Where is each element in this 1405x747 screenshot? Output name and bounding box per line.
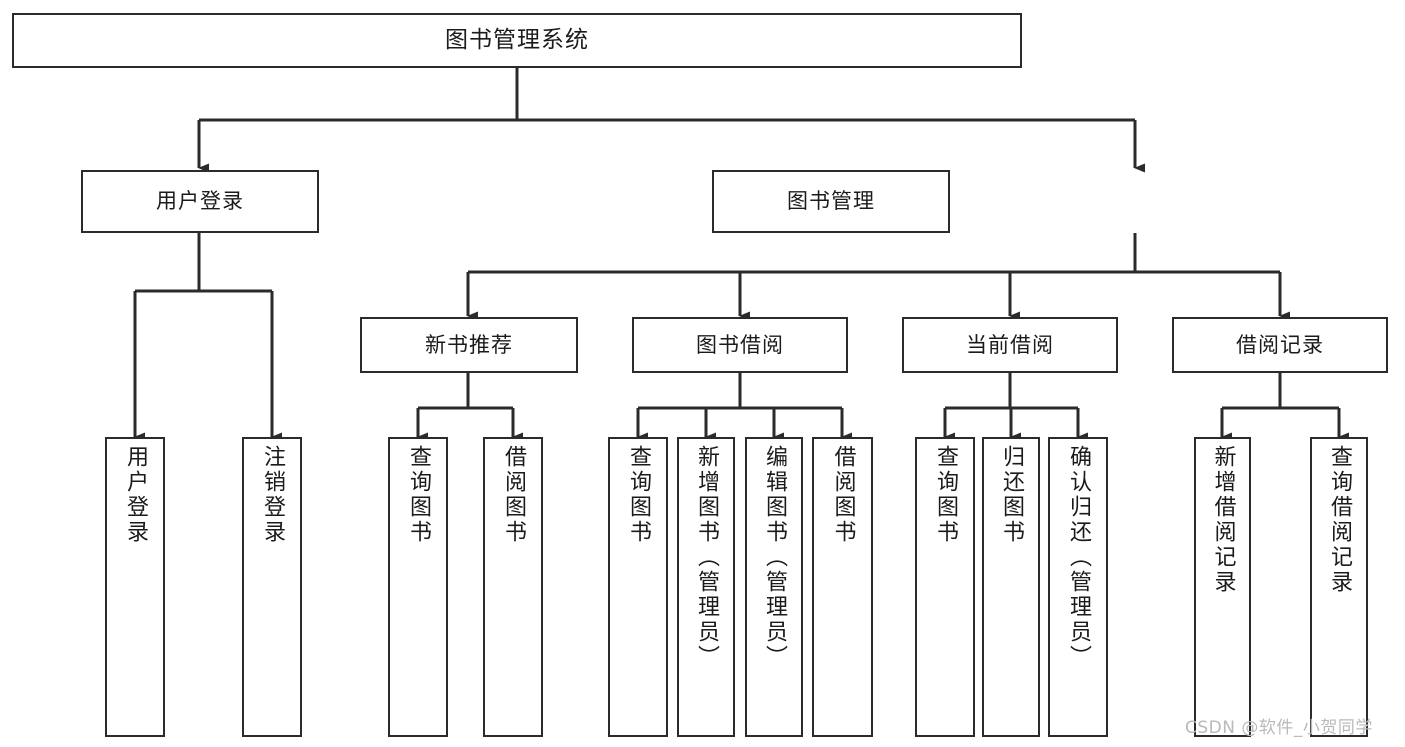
node-leaf-query-book-3[interactable]: 查询图书 bbox=[915, 437, 975, 737]
node-leaf-logout[interactable]: 注销登录 bbox=[242, 437, 302, 737]
node-book-manage-label: 图书管理 bbox=[787, 189, 875, 214]
node-leaf-return-book-label: 归还图书 bbox=[999, 445, 1024, 545]
node-leaf-edit-book[interactable]: 编辑图书（管理员） bbox=[745, 437, 803, 737]
node-leaf-confirm-return-label: 确认归还（管理员） bbox=[1066, 445, 1091, 670]
node-leaf-borrow-book-1-label: 借阅图书 bbox=[501, 445, 526, 545]
node-leaf-add-record-label: 新增借阅记录 bbox=[1210, 445, 1236, 595]
node-leaf-edit-book-label: 编辑图书（管理员） bbox=[762, 445, 787, 670]
node-book-borrow-label: 图书借阅 bbox=[696, 332, 784, 357]
node-leaf-user-login-label: 用户登录 bbox=[123, 445, 148, 545]
node-book-borrow[interactable]: 图书借阅 bbox=[632, 317, 848, 373]
node-leaf-user-login[interactable]: 用户登录 bbox=[105, 437, 165, 737]
node-leaf-query-book-2[interactable]: 查询图书 bbox=[608, 437, 668, 737]
node-root[interactable]: 图书管理系统 bbox=[12, 13, 1022, 68]
node-user-login-label: 用户登录 bbox=[156, 189, 244, 214]
node-leaf-return-book[interactable]: 归还图书 bbox=[982, 437, 1040, 737]
node-new-book-recommend[interactable]: 新书推荐 bbox=[360, 317, 578, 373]
node-leaf-query-book-1-label: 查询图书 bbox=[406, 445, 431, 545]
node-new-book-recommend-label: 新书推荐 bbox=[425, 332, 513, 357]
node-borrow-record[interactable]: 借阅记录 bbox=[1172, 317, 1388, 373]
csdn-watermark: CSDN @软件_小贺同学 bbox=[1185, 718, 1373, 738]
node-current-borrow[interactable]: 当前借阅 bbox=[902, 317, 1118, 373]
node-root-label: 图书管理系统 bbox=[445, 26, 589, 53]
node-current-borrow-label: 当前借阅 bbox=[966, 332, 1054, 357]
node-leaf-query-book-1[interactable]: 查询图书 bbox=[388, 437, 448, 737]
node-user-login[interactable]: 用户登录 bbox=[81, 170, 319, 233]
node-leaf-borrow-book-2[interactable]: 借阅图书 bbox=[812, 437, 873, 737]
node-leaf-add-record[interactable]: 新增借阅记录 bbox=[1194, 437, 1251, 737]
node-borrow-record-label: 借阅记录 bbox=[1236, 332, 1324, 357]
node-book-manage[interactable]: 图书管理 bbox=[712, 170, 950, 233]
node-leaf-query-book-2-label: 查询图书 bbox=[626, 445, 651, 545]
node-leaf-confirm-return[interactable]: 确认归还（管理员） bbox=[1048, 437, 1108, 737]
node-leaf-query-book-3-label: 查询图书 bbox=[933, 445, 958, 545]
node-leaf-query-record-label: 查询借阅记录 bbox=[1327, 445, 1352, 595]
node-leaf-logout-label: 注销登录 bbox=[260, 445, 285, 545]
node-leaf-borrow-book-1[interactable]: 借阅图书 bbox=[483, 437, 543, 737]
node-leaf-borrow-book-2-label: 借阅图书 bbox=[830, 445, 856, 545]
node-leaf-add-book[interactable]: 新增图书（管理员） bbox=[677, 437, 735, 737]
node-leaf-query-record[interactable]: 查询借阅记录 bbox=[1310, 437, 1368, 737]
node-leaf-add-book-label: 新增图书（管理员） bbox=[694, 445, 719, 670]
